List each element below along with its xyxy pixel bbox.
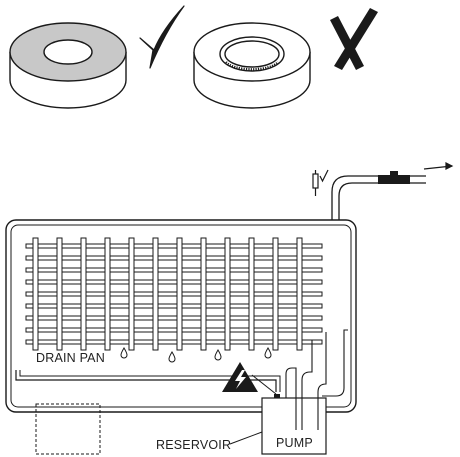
pump-tubing bbox=[285, 329, 348, 430]
reservoir-label: RESERVOIR bbox=[156, 438, 231, 452]
flow-arrow-icon bbox=[423, 162, 454, 170]
correct-ring bbox=[9, 22, 127, 109]
check-mark-icon bbox=[139, 5, 185, 69]
incorrect-ring bbox=[193, 22, 311, 109]
pump-float-switch bbox=[274, 394, 280, 400]
inline-check-valve bbox=[378, 175, 410, 184]
drain-pan-label: DRAIN PAN bbox=[36, 351, 105, 365]
reservoir-leader-line bbox=[229, 431, 263, 445]
water-droplets bbox=[120, 347, 272, 363]
unit-housing-inner bbox=[10, 224, 352, 408]
evaporator-coil bbox=[25, 237, 323, 351]
valve-fitting bbox=[312, 170, 319, 196]
drain-pan-floor bbox=[15, 370, 277, 392]
pump-label: PUMP bbox=[276, 436, 313, 450]
pump-box bbox=[261, 397, 327, 455]
reservoir-dashed-outline bbox=[35, 403, 101, 455]
x-mark-icon bbox=[330, 8, 378, 70]
warning-leader-line bbox=[251, 374, 277, 395]
valve-check-icon bbox=[319, 169, 329, 183]
electrical-hazard-warning-icon bbox=[222, 362, 258, 392]
outlet-pipe bbox=[331, 175, 426, 395]
